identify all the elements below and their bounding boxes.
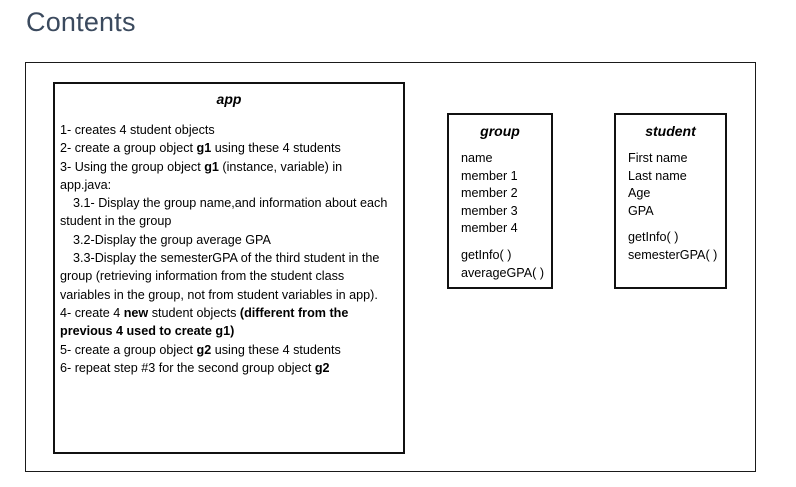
page-title: Contents bbox=[26, 7, 136, 37]
student-attribute: GPA bbox=[628, 203, 654, 218]
class-box-app: app 1- creates 4 student objects 2- creat… bbox=[53, 82, 405, 454]
group-attribute: member 1 bbox=[461, 168, 518, 183]
app-steps-list: 1- creates 4 student objects 2- create a … bbox=[55, 121, 403, 377]
group-attribute: member 2 bbox=[461, 186, 518, 201]
app-step-line: variables in the group, not from student… bbox=[60, 287, 378, 302]
class-box-group: group name member 1 member 2 member 3 member… bbox=[447, 113, 553, 289]
app-step-line: 3.3-Display the semesterGPA of the third… bbox=[73, 251, 380, 266]
class-box-student-title: student bbox=[645, 123, 696, 139]
app-step-line: 3- Using the group object g1 (instance, … bbox=[60, 159, 343, 174]
app-step-line: 6- repeat step #3 for the second group o… bbox=[60, 360, 330, 375]
app-step-line: 4- create 4 new student objects (differe… bbox=[60, 305, 349, 320]
student-method: getInfo( ) bbox=[628, 230, 679, 245]
group-method: getInfo( ) bbox=[461, 247, 512, 262]
app-step-line: app.java: bbox=[60, 177, 112, 192]
group-attribute: name bbox=[461, 151, 493, 165]
group-member-list: name member 1 member 2 member 3 member 4 getI… bbox=[449, 139, 551, 282]
app-step-line: student in the group bbox=[60, 214, 172, 229]
app-step-line: 1- creates 4 student objects bbox=[60, 123, 215, 137]
class-box-group-title: group bbox=[480, 123, 520, 139]
member-list-separator bbox=[461, 238, 551, 247]
diagram-outer-frame: app 1- creates 4 student objects 2- creat… bbox=[25, 62, 756, 472]
app-step-line: 2- create a group object g1 using these … bbox=[60, 141, 341, 156]
app-step-line: 5- create a group object g2 using these … bbox=[60, 342, 341, 357]
member-list-separator bbox=[628, 220, 725, 229]
class-box-app-title: app bbox=[216, 91, 242, 107]
student-attribute: First name bbox=[628, 151, 688, 165]
app-step-line: previous 4 used to create g1) bbox=[60, 324, 235, 339]
group-method: averageGPA( ) bbox=[461, 265, 545, 280]
group-attribute: member 3 bbox=[461, 203, 518, 218]
app-step-line: 3.2-Display the group average GPA bbox=[73, 232, 271, 247]
group-attribute: member 4 bbox=[461, 221, 518, 236]
app-step-line: group (retrieving information from the s… bbox=[60, 269, 345, 284]
student-method: semesterGPA( ) bbox=[628, 247, 718, 262]
student-attribute: Age bbox=[628, 186, 651, 201]
student-attribute: Last name bbox=[628, 168, 687, 183]
app-step-line: 3.1- Display the group name,and informat… bbox=[73, 196, 388, 211]
